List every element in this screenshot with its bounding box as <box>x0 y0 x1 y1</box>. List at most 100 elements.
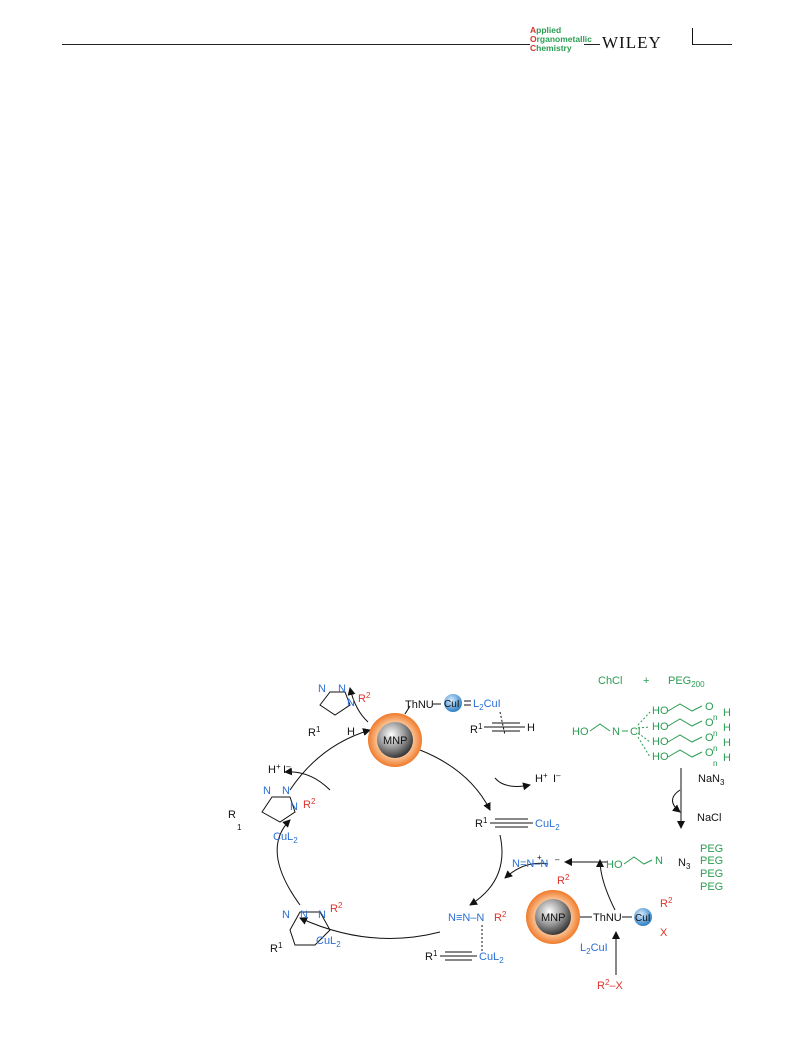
pt-r2: R2 <box>358 691 371 705</box>
pt-h: H <box>347 726 355 738</box>
l2cui-top: L2CuI <box>473 698 501 712</box>
reagent-nan3: NaN3 <box>698 773 725 787</box>
header-rule-left <box>62 44 530 45</box>
arrow-thnu-to-azide <box>596 859 616 911</box>
page-number: 1 <box>700 30 707 44</box>
cycle-arrow-3 <box>299 917 441 939</box>
ct-r1-sup: 1 <box>237 823 242 832</box>
ct-r2: R2 <box>303 797 316 811</box>
des-peg-h-1: H <box>723 707 731 719</box>
l2cui-bottom: L2CuI <box>580 942 608 956</box>
pt-n1: N <box>318 683 326 695</box>
mnp-top: MNP <box>368 713 422 767</box>
cui-top: CuI <box>444 699 460 710</box>
des-peg-n-3: n <box>713 744 717 753</box>
azide-charge-minus: – <box>555 855 560 864</box>
des-azide-n: N <box>655 855 663 867</box>
des-peg-n-1: n <box>713 713 717 722</box>
des-peg-ho-2: HO <box>652 721 669 733</box>
cu-triazolide: N N N R2 R 1 CuL2 <box>228 785 316 845</box>
oa-x: X <box>660 927 668 939</box>
azide-r2: R2 <box>557 873 570 887</box>
cycle-arrow-1 <box>419 749 491 811</box>
cui-bottom: CuI <box>635 913 651 924</box>
mc-n1: N <box>282 909 290 921</box>
publisher-logo: WILEY <box>602 33 662 52</box>
cycle-arrow-2 <box>469 834 503 906</box>
azide-mid: N=N–N <box>512 858 548 870</box>
des-peg-h-4: H <box>723 752 731 764</box>
des-peg-n-4: n <box>713 759 717 768</box>
mnp-top-tether <box>404 705 411 715</box>
alkyne-h-top: H <box>527 722 535 734</box>
des-peg-2: PEG <box>700 855 723 867</box>
journal-initial-a: A <box>530 25 537 35</box>
des-chcl: ChCl <box>598 675 622 687</box>
des-peg-ho-4: HO <box>652 751 669 763</box>
mnp-bottom: MNP <box>526 890 580 944</box>
cycle-arrow-4 <box>276 819 301 906</box>
mc-n3: N <box>318 909 326 921</box>
des-peg-n-2: n <box>713 729 717 738</box>
mc-cul2: CuL2 <box>316 935 341 949</box>
azide-charge-plus: + <box>537 853 542 862</box>
arrow-nacl-out <box>672 789 681 813</box>
arrow-release-hi <box>494 777 531 791</box>
thnu-bottom: ThNU <box>593 912 622 924</box>
des-peg-ho-1: HO <box>652 705 669 717</box>
cycle-arrow-product <box>347 687 369 723</box>
journal-initial-c: C <box>530 43 537 53</box>
des-peg-3: PEG <box>700 868 723 880</box>
i-minus-right: I– <box>553 771 561 785</box>
cycle-arrow-5 <box>289 728 371 791</box>
azide-coord-r2: R2 <box>494 910 507 924</box>
azide-coord: N≡N–N <box>448 912 484 924</box>
des-peg-o-4: O <box>705 747 714 759</box>
des-peg-o-3: O <box>705 732 714 744</box>
des-choline-n: N <box>612 726 620 738</box>
catalytic-cycle <box>276 687 685 975</box>
des-peg-ho-3: HO <box>652 736 669 748</box>
header-rule-right <box>692 44 732 45</box>
journal-word-organometallic: rganometallic <box>536 34 592 44</box>
des-peg-o-2: O <box>705 717 714 729</box>
journal-name: Applied Organometallic Chemistry <box>530 26 592 53</box>
des-peg-4: PEG <box>700 881 723 893</box>
mc-r2: R2 <box>330 901 343 915</box>
des-peg200: PEG200 <box>668 675 705 689</box>
arrow-release-hi-left <box>284 767 331 791</box>
acetylide-cul2: CuL2 <box>535 818 560 832</box>
des-bonds <box>589 703 703 865</box>
cui-sphere-top: CuI <box>444 694 462 712</box>
header-rule-mid <box>584 44 600 45</box>
des-n3: N3 <box>678 857 691 871</box>
ct-r1: R <box>228 809 236 821</box>
mnp-label-bottom: MNP <box>541 912 565 924</box>
des-plus: + <box>643 675 649 687</box>
pt-n3: N <box>347 697 355 709</box>
metallacycle: N N N R2 R1 CuL2 <box>270 901 343 955</box>
arrow-azide-in <box>504 862 549 879</box>
pt-r1: R1 <box>308 725 321 739</box>
thnu-top: ThNU <box>405 699 434 711</box>
journal-initial-o: O <box>530 34 537 44</box>
acetylide-bottom-r1: R1 <box>425 949 438 963</box>
ct-n1: N <box>263 785 271 797</box>
page-tick <box>692 28 693 45</box>
des-choline-ho: HO <box>572 726 589 738</box>
mc-r1: R1 <box>270 941 283 955</box>
ct-n2: N <box>282 785 290 797</box>
ct-cul2: CuL2 <box>273 831 298 845</box>
mnp-label-top: MNP <box>383 735 407 747</box>
mc-n2: N <box>300 909 308 921</box>
i-minus-left: I– <box>283 762 291 776</box>
journal-word-chemistry: hemistry <box>536 43 572 53</box>
des-preparation: ChCl + PEG200 HO N Cl HO HO HO HO O O O … <box>572 675 731 893</box>
h-plus-right: H+ <box>535 771 548 785</box>
cui-sphere-bottom: CuI <box>634 908 652 926</box>
h-plus-left: H+ <box>268 762 281 776</box>
des-cl: Cl <box>630 726 640 738</box>
des-peg-h-3: H <box>723 737 731 749</box>
product-triazole: N N N R2 R1 H <box>308 683 371 739</box>
